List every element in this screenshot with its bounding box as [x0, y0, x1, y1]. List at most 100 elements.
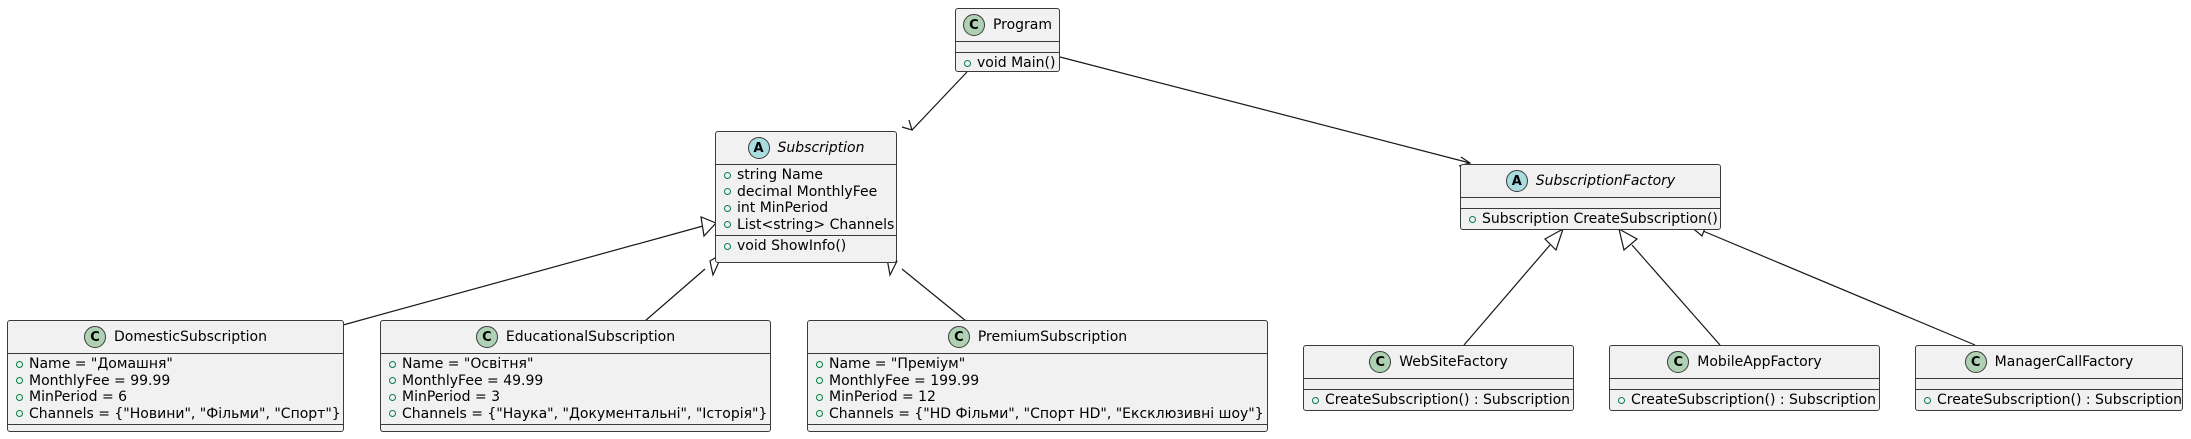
class-badge-icon: C	[475, 326, 498, 348]
public-visibility-icon	[389, 393, 396, 401]
class-subscription[interactable]: A Subscription string Name decimal Month…	[715, 131, 897, 263]
class-header: A Subscription	[716, 132, 896, 165]
methods-section: void ShowInfo()	[716, 236, 896, 257]
class-header: C MobileAppFactory	[1610, 346, 1879, 379]
field-text: MonthlyFee = 49.99	[402, 372, 544, 389]
class-header: C WebSiteFactory	[1304, 346, 1573, 379]
field-row: MinPeriod = 6	[16, 389, 335, 406]
class-header: C EducationalSubscription	[381, 321, 770, 354]
inheritance-managercall	[1702, 230, 1976, 346]
public-visibility-icon	[816, 410, 823, 418]
fields-section	[1461, 198, 1720, 209]
fields-section	[1304, 379, 1573, 390]
methods-section	[381, 425, 770, 435]
inheritance-domestic	[342, 225, 704, 326]
public-visibility-icon	[16, 410, 23, 418]
class-program[interactable]: C Program void Main()	[955, 8, 1060, 72]
field-text: List<string> Channels	[737, 216, 895, 233]
fields-section: Name = "Преміум" MonthlyFee = 199.99 Min…	[808, 354, 1267, 425]
public-visibility-icon	[816, 393, 823, 401]
method-row: Subscription CreateSubscription()	[1469, 211, 1718, 228]
methods-section: CreateSubscription() : Subscription	[1610, 390, 1879, 411]
association-program-subscription	[911, 71, 968, 131]
field-text: Name = "Преміум"	[829, 356, 966, 373]
field-row: Name = "Освітня"	[389, 356, 762, 373]
class-mobileapp-factory[interactable]: C MobileAppFactory CreateSubscription() …	[1609, 345, 1880, 411]
field-row: decimal MonthlyFee	[724, 184, 888, 201]
public-visibility-icon	[816, 377, 823, 385]
field-text: string Name	[737, 167, 823, 184]
field-text: Channels = {"HD Фільми", "Спорт HD", "Ек…	[829, 405, 1264, 422]
method-row: void Main()	[964, 55, 1055, 72]
class-name: WebSiteFactory	[1399, 354, 1508, 370]
method-text: void Main()	[977, 55, 1056, 72]
field-text: decimal MonthlyFee	[737, 183, 878, 200]
field-text: Name = "Домашня"	[29, 356, 173, 373]
field-row: Channels = {"Наука", "Документальні", "І…	[389, 406, 767, 423]
field-text: MinPeriod = 3	[402, 389, 501, 406]
class-header: C Program	[956, 9, 1059, 42]
field-text: MonthlyFee = 199.99	[829, 372, 980, 389]
field-text: MinPeriod = 12	[829, 389, 936, 406]
class-badge-icon: C	[947, 326, 970, 348]
public-visibility-icon	[16, 393, 23, 401]
abstract-badge-icon: A	[747, 137, 770, 159]
public-visibility-icon	[389, 377, 396, 385]
fields-section	[1916, 379, 2182, 390]
class-website-factory[interactable]: C WebSiteFactory CreateSubscription() : …	[1303, 345, 1574, 411]
field-row: MonthlyFee = 49.99	[389, 373, 762, 390]
field-row: MinPeriod = 12	[816, 389, 1259, 406]
public-visibility-icon	[16, 360, 23, 368]
method-row: CreateSubscription() : Subscription	[1618, 392, 1876, 409]
class-name: MobileAppFactory	[1697, 354, 1822, 370]
field-row: MinPeriod = 3	[389, 389, 762, 406]
method-row: CreateSubscription() : Subscription	[1312, 392, 1570, 409]
public-visibility-icon	[816, 360, 823, 368]
field-text: int MinPeriod	[737, 200, 829, 217]
public-visibility-icon	[1924, 396, 1931, 404]
methods-section: CreateSubscription() : Subscription	[1304, 390, 1573, 411]
field-row: Channels = {"HD Фільми", "Спорт HD", "Ек…	[816, 406, 1264, 423]
class-name: ManagerCallFactory	[1994, 354, 2134, 370]
field-text: MinPeriod = 6	[29, 389, 128, 406]
class-subscription-factory[interactable]: A SubscriptionFactory Subscription Creat…	[1460, 164, 1721, 230]
field-row: List<string> Channels	[724, 217, 894, 234]
arrowhead-program-subscription	[901, 119, 913, 131]
field-row: MonthlyFee = 199.99	[816, 373, 1259, 390]
method-text: void ShowInfo()	[737, 238, 847, 255]
class-name: DomesticSubscription	[114, 329, 267, 345]
inheritance-head-website	[1544, 227, 1565, 252]
field-row: MonthlyFee = 99.99	[16, 373, 335, 390]
methods-section: void Main()	[956, 53, 1059, 74]
fields-section	[956, 42, 1059, 53]
class-managercall-factory[interactable]: C ManagerCallFactory CreateSubscription(…	[1915, 345, 2183, 411]
methods-section	[808, 425, 1267, 435]
fields-section	[1610, 379, 1879, 390]
class-header: C DomesticSubscription	[8, 321, 343, 354]
class-badge-icon: C	[1667, 351, 1690, 373]
class-educational-subscription[interactable]: C EducationalSubscription Name = "Освітн…	[380, 320, 771, 432]
field-row: Channels = {"Новини", "Фільми", "Спорт"}	[16, 406, 341, 423]
public-visibility-icon	[1618, 396, 1625, 404]
inheritance-educational	[644, 268, 706, 322]
inheritance-head-mobileapp	[1618, 227, 1639, 252]
class-badge-icon: C	[84, 326, 107, 348]
class-name: Subscription	[777, 140, 865, 156]
method-row: CreateSubscription() : Subscription	[1924, 392, 2182, 409]
class-badge-icon: C	[1964, 351, 1987, 373]
class-premium-subscription[interactable]: C PremiumSubscription Name = "Преміум" M…	[807, 320, 1268, 432]
class-name: PremiumSubscription	[977, 329, 1128, 345]
public-visibility-icon	[1312, 396, 1319, 404]
field-row: Name = "Преміум"	[816, 356, 1259, 373]
fields-section: string Name decimal MonthlyFee int MinPe…	[716, 165, 896, 236]
methods-section	[8, 425, 343, 435]
class-domestic-subscription[interactable]: C DomesticSubscription Name = "Домашня" …	[7, 320, 344, 432]
class-name: SubscriptionFactory	[1535, 173, 1676, 189]
inheritance-mobileapp	[1631, 244, 1721, 346]
field-text: Channels = {"Наука", "Документальні", "І…	[402, 405, 768, 422]
public-visibility-icon	[724, 171, 731, 179]
fields-section: Name = "Домашня" MonthlyFee = 99.99 MinP…	[8, 354, 343, 425]
public-visibility-icon	[16, 377, 23, 385]
public-visibility-icon	[389, 360, 396, 368]
